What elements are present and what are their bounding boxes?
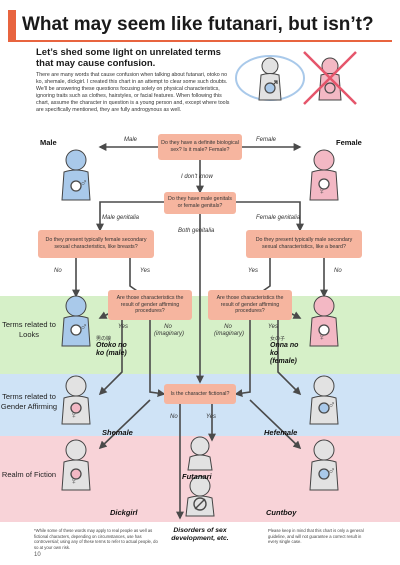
result-cuntboy: Cuntboy (266, 508, 297, 517)
edge-label-q3-yes: Yes (140, 268, 151, 274)
header-figure-neutral (235, 55, 305, 101)
question-genitals: Do they have male genitals or female gen… (164, 192, 236, 214)
figure-otoko-no-ko (61, 295, 91, 347)
result-otoko-japanese: 男の娘 (96, 336, 112, 342)
edge-label-q5-yes: Yes (118, 324, 129, 330)
edge-label-q7-no: No (170, 414, 178, 420)
figure-hefemale (309, 375, 339, 425)
figure-shemale (61, 375, 91, 425)
edge-label-dont-know: I don't know (181, 174, 213, 180)
footer-left-note: *While some of these words may apply to … (34, 528, 158, 550)
otoko-male-symbol-icon: ♂ (80, 322, 88, 333)
edge-label-q4-no: No (334, 268, 342, 274)
header-figure-crossed (303, 51, 357, 105)
hefemale-male-symbol-icon: ♂ (328, 400, 336, 411)
band-label-fiction: Realm of Fiction (1, 470, 57, 479)
edge-label-both-genitalia: Both genitalia (178, 228, 215, 234)
result-otoko-no-ko: Otoko no ko (male) (96, 342, 127, 357)
male-symbol-icon: ♂ (80, 178, 88, 189)
edge-label-male: Male (124, 137, 138, 143)
onna-female-symbol-icon: ♀ (318, 332, 326, 343)
edge-label-q7-yes: Yes (206, 414, 217, 420)
edge-label-q6-no-imaginary: No (imaginary) (214, 324, 245, 337)
question-biological-sex: Do they have a definite biological sex? … (158, 134, 242, 160)
figure-male (61, 149, 91, 201)
edge-label-q6-yes: Yes (268, 324, 279, 330)
page-number: 10 (34, 552, 41, 558)
dickgirl-female-symbol-icon: ♀ (70, 476, 78, 487)
figures (61, 149, 339, 517)
band-label-gender-affirming: Terms related to Gender Affirming (0, 392, 58, 411)
band-label-looks: Terms related to Looks (2, 320, 56, 339)
edge-label-female-genitalia: Female genitalia (256, 215, 301, 221)
question-male-characteristics: Do they present typically male secondary… (246, 230, 362, 258)
shemale-female-symbol-icon: ♀ (70, 410, 78, 421)
result-futanari: Futanari (182, 472, 212, 481)
result-onna-no-ko: Onna no ko (female) (270, 342, 299, 365)
figure-disorders (185, 475, 215, 517)
figure-cuntboy (309, 439, 339, 491)
result-female: Female (336, 138, 362, 147)
result-shemale: Shemale (102, 428, 133, 437)
result-hefemale: Hefemale (264, 428, 298, 437)
result-dickgirl: Dickgirl (110, 508, 138, 517)
edge-label-q4-yes: Yes (248, 268, 259, 274)
question-affirming-procedures-left: Are those characteristics the result of … (108, 290, 192, 320)
edge-label-q5-no-imaginary: No (imaginary) (154, 324, 185, 337)
result-male: Male (40, 138, 57, 147)
cuntboy-male-symbol-icon: ♂ (328, 466, 336, 477)
edge-label-q3-no: No (54, 268, 62, 274)
result-disorders: Disorders of sex development, etc. (171, 527, 229, 542)
figure-female (309, 149, 339, 201)
female-symbol-icon: ♀ (318, 186, 326, 197)
edge-label-male-genitalia: Male genitalia (102, 215, 140, 221)
edge-label-female: Female (256, 137, 277, 143)
result-onna-japanese: 女の子 (270, 336, 286, 342)
figure-dickgirl (61, 439, 91, 491)
title-bar: What may seem like futanari, but isn’t? (8, 10, 392, 42)
intro-text: There are many words that cause confusio… (36, 72, 230, 113)
connector-lines (72, 143, 328, 520)
figure-onna-no-ko (309, 295, 339, 347)
question-affirming-procedures-right: Are those characteristics the result of … (208, 290, 292, 320)
page-subtitle: Let’s shed some light on unrelated terms… (36, 47, 221, 69)
page-title: What may seem like futanari, but isn’t? (22, 14, 374, 35)
question-female-characteristics: Do they present typically female seconda… (38, 230, 154, 258)
question-fictional: Is the character fictional? (164, 384, 236, 404)
footer-right-note: Please keep in mind that this chart is o… (268, 528, 364, 544)
figure-futanari (187, 436, 213, 471)
